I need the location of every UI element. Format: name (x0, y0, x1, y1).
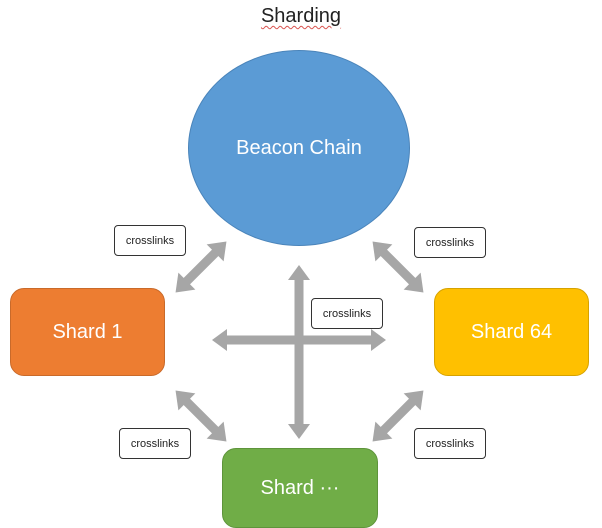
crosslinks-label-top-right: crosslinks (414, 227, 486, 258)
crosslinks-label-bottom-right: crosslinks (414, 428, 486, 459)
shard-1-node: Shard 1 (10, 288, 165, 376)
beacon-chain-node: Beacon Chain (188, 50, 410, 246)
crosslinks-label-bottom-left: crosslinks (119, 428, 191, 459)
crosslinks-label-top-left: crosslinks (114, 225, 186, 256)
diagram-title: Sharding (0, 5, 602, 28)
shard-n-label: Shard ··· (260, 476, 340, 499)
shard-1-label: Shard 1 (52, 320, 123, 343)
connection-arrows (175, 241, 424, 442)
shard-n-node: Shard ··· (222, 448, 378, 528)
diagram-title-text: Sharding (260, 5, 342, 27)
arrow-shard64-shardn (372, 390, 424, 442)
arrow-group (175, 241, 424, 442)
arrow-shard1-shardn (175, 390, 227, 442)
arrow-beacon-shard64 (372, 241, 424, 293)
beacon-chain-label: Beacon Chain (236, 136, 362, 159)
shard-64-node: Shard 64 (434, 288, 589, 376)
arrow-beacon-shardn (288, 265, 310, 439)
shard-64-label: Shard 64 (470, 320, 553, 343)
crosslinks-label-center: crosslinks (311, 298, 383, 329)
arrow-beacon-shard1 (175, 241, 227, 293)
sharding-diagram: Sharding (0, 5, 602, 528)
